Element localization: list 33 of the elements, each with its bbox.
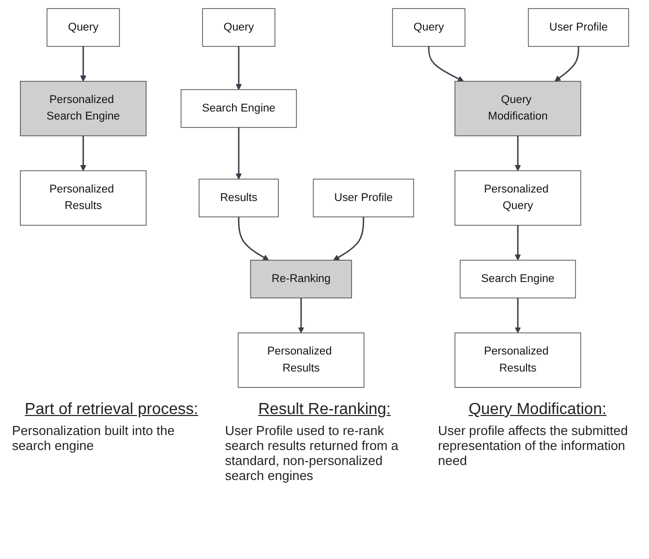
node-box: Personalized Results bbox=[20, 170, 146, 226]
node-box: Query bbox=[46, 8, 120, 46]
node-box: Query Modification bbox=[454, 80, 582, 136]
arrow bbox=[80, 135, 86, 171]
arrow bbox=[428, 46, 464, 82]
arrow bbox=[298, 297, 304, 333]
description-text: User profile affects the submitted representation of the information need bbox=[438, 423, 629, 470]
arrow bbox=[514, 224, 521, 260]
arrow bbox=[236, 46, 242, 90]
description-text: User Profile used to re-rank search results returned from a standard, non-personalized search engines bbox=[225, 423, 400, 483]
arrow bbox=[238, 216, 269, 260]
arrow bbox=[514, 135, 521, 171]
node-box: User Profile bbox=[528, 8, 630, 46]
description-text: Personalization built into the search engine bbox=[12, 423, 176, 455]
column-heading: Part of retrieval process: bbox=[24, 401, 200, 419]
node-box: Personalized Results bbox=[454, 332, 582, 388]
arrow bbox=[80, 46, 86, 82]
node-box: Query bbox=[392, 8, 466, 46]
arrow bbox=[333, 216, 364, 260]
arrow bbox=[554, 46, 580, 82]
node-box: Query bbox=[202, 8, 276, 46]
arrow bbox=[236, 126, 242, 179]
node-box: Search Engine bbox=[180, 88, 297, 128]
arrow bbox=[514, 297, 521, 333]
node-box: User Profile bbox=[312, 178, 414, 217]
column-heading: Result Re-ranking: bbox=[257, 401, 392, 419]
node-box: Personalized Query bbox=[454, 170, 582, 226]
node-box: Search Engine bbox=[460, 259, 576, 298]
node-box: Results bbox=[198, 178, 279, 217]
node-box: Re-Ranking bbox=[250, 259, 352, 298]
node-box: Personalized Results bbox=[238, 332, 364, 388]
column-heading: Query Modification: bbox=[468, 401, 608, 419]
node-box: Personalized Search Engine bbox=[20, 80, 146, 136]
